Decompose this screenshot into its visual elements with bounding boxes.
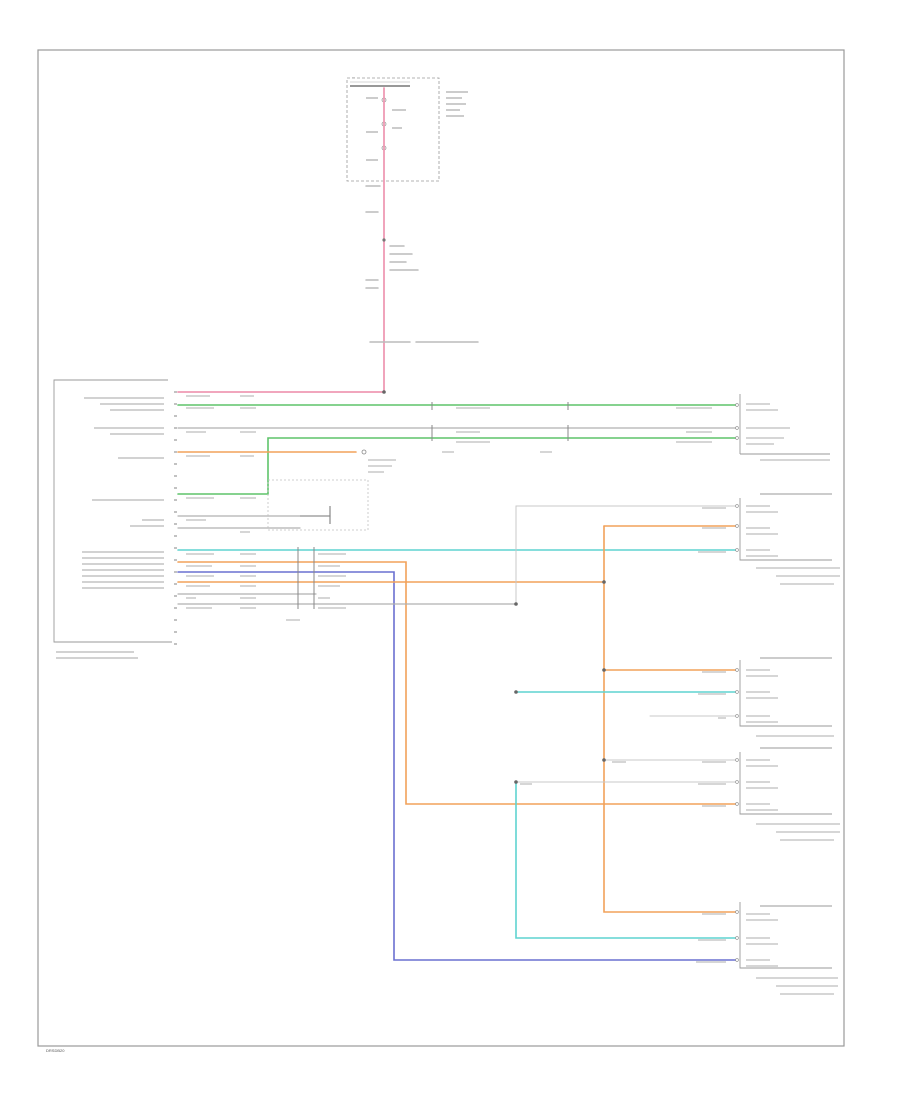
seat-control-module <box>53 379 177 659</box>
power-feed-wire <box>177 87 479 393</box>
power-distribution-box: ... <box>346 74 468 182</box>
wire-splices <box>382 390 606 784</box>
diagram-frame <box>37 49 845 1047</box>
diagram-code: DRSDB20 <box>46 1048 65 1053</box>
inline-connectors <box>297 402 569 609</box>
module-wires <box>177 404 736 961</box>
wire-labels <box>186 395 726 963</box>
seat-sensor-lower <box>735 747 840 841</box>
seat-sensor-middle <box>735 657 834 737</box>
front-seat-switch <box>735 394 830 461</box>
seat-sensor-bottom <box>735 902 838 995</box>
svg-text:...: ... <box>352 74 355 79</box>
seat-sensor-upper <box>735 493 840 585</box>
lumbar-switch <box>267 449 396 531</box>
